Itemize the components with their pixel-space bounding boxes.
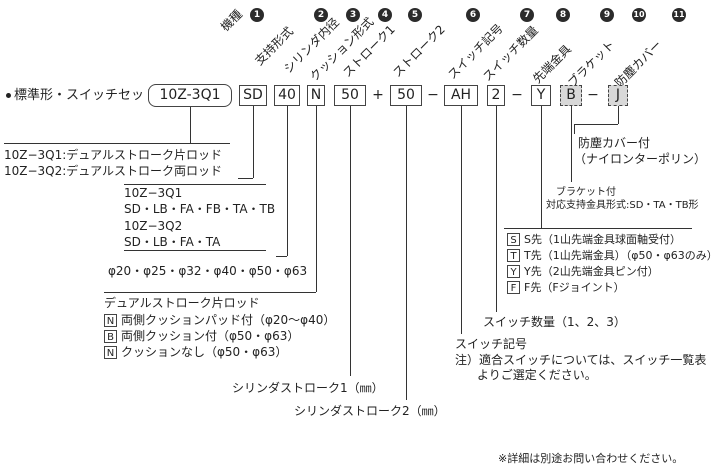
- bore-box: 40: [274, 85, 300, 106]
- model-desc-1: 10Z−3Q1:デュアルストローク片ロッド: [4, 148, 222, 162]
- badge-11: 11: [672, 8, 686, 22]
- plus-sign: +: [372, 87, 384, 103]
- leader-stroke2: [406, 106, 407, 400]
- dash-2: −: [511, 87, 523, 103]
- model-desc-2: 10Z−3Q2:デュアルストローク両ロッド: [4, 164, 222, 178]
- tip-item-2: T T先（1山先端金具）（φ50・φ63のみ）: [507, 249, 718, 263]
- leader-cover: [618, 106, 619, 124]
- bore-desc: φ20・φ25・φ32・φ40・φ50・φ63: [108, 264, 308, 278]
- stroke2-box: 50: [390, 85, 422, 106]
- qty-box: 2: [487, 85, 505, 106]
- underline-mount-2: [124, 250, 266, 251]
- stroke2-desc: シリンダストローク2（㎜）: [294, 404, 446, 418]
- leader-stroke1: [350, 106, 351, 376]
- leader-qty: [496, 106, 497, 312]
- cushion-item-2: B 両側クッション付（φ50・φ63）: [104, 329, 299, 344]
- header-bracket: ブラケット: [565, 37, 618, 90]
- badge-5: 5: [408, 8, 422, 22]
- cushion-item-3: N クッションなし（φ50・φ63）: [104, 345, 287, 360]
- badge-6: 6: [466, 8, 480, 22]
- cushion-desc-title: デュアルストローク片ロッド: [104, 296, 260, 310]
- cushion-box: N: [307, 85, 325, 106]
- cushion-text-1: 両側クッションパッド付（φ20〜φ40）: [121, 313, 336, 327]
- dash-3: −: [587, 87, 599, 103]
- tip-text-1: S先（1山先端金具球面軸受付）: [524, 233, 681, 246]
- leader-cushion: [316, 106, 317, 292]
- mount-dash: [238, 178, 253, 179]
- leader-bore: [287, 106, 288, 256]
- underline-mount-1: [124, 184, 266, 185]
- cushion-code-3: N: [104, 346, 117, 359]
- switch-desc: スイッチ記号: [455, 337, 528, 351]
- dash-1: −: [427, 87, 439, 103]
- leader-model: [190, 107, 191, 143]
- header-stroke2: ストローク2: [390, 22, 448, 80]
- mount-desc-1: 10Z−3Q1: [124, 186, 183, 200]
- cover-horizontal: [574, 124, 618, 125]
- leader-tip: [541, 106, 542, 228]
- badge-4: 4: [378, 8, 392, 22]
- mount-desc-4: SD・LB・FA・TA: [124, 235, 221, 249]
- badge-7: 7: [520, 8, 534, 22]
- model-prefix: 標準形・スイッチセット: [14, 88, 158, 103]
- switch-note-1: 注）適合スイッチについては、スイッチ一覧表: [455, 353, 707, 367]
- footnote: ※詳細は別途お問い合わせください。: [498, 452, 684, 465]
- leader-switch: [461, 106, 462, 334]
- tip-code-3: Y: [507, 265, 520, 278]
- tip-item-1: S S先（1山先端金具球面軸受付）: [507, 233, 681, 247]
- tip-item-4: F F先（Fジョイント）: [507, 281, 625, 295]
- header-cover: 防塵カバー: [612, 37, 665, 90]
- leader-mount: [253, 106, 254, 178]
- cover-box: J: [608, 85, 628, 106]
- bracket-desc-1: ブラケット付: [556, 187, 616, 198]
- cover-down: [574, 124, 575, 134]
- tip-box: Y: [531, 85, 551, 106]
- qty-desc: スイッチ数量（1、2、3）: [483, 315, 626, 329]
- cushion-code-1: N: [104, 314, 117, 327]
- underline-cushion: [104, 292, 316, 293]
- underline-model: [4, 143, 230, 144]
- badge-8: 8: [556, 8, 570, 22]
- mount-desc-3: 10Z−3Q2: [124, 219, 183, 233]
- tip-text-4: F先（Fジョイント）: [524, 281, 625, 294]
- cover-desc-1: 防塵カバー付: [578, 136, 651, 150]
- stroke1-box: 50: [334, 85, 366, 106]
- cushion-text-3: クッションなし（φ50・φ63）: [121, 345, 288, 359]
- tip-text-2: T先（1山先端金具）（φ50・φ63のみ）: [524, 249, 718, 262]
- tip-item-3: Y Y先（2山先端金具ピン付）: [507, 265, 659, 279]
- tip-code-2: T: [507, 249, 520, 262]
- badge-9: 9: [600, 8, 614, 22]
- switch-note-2: よりご選定ください。: [477, 368, 597, 382]
- bullet-dot: [6, 93, 11, 98]
- bracket-desc-2: 対応支持金具形式:SD・TA・TB形: [546, 200, 699, 211]
- tip-code-1: S: [507, 233, 520, 246]
- bore-dash: [276, 256, 287, 257]
- badge-1: 1: [250, 8, 264, 22]
- switch-box: AH: [444, 85, 478, 106]
- badge-3: 3: [346, 8, 360, 22]
- header-model: 機種: [218, 7, 245, 35]
- underline-tip: [504, 228, 692, 229]
- cushion-item-1: N 両側クッションパッド付（φ20〜φ40）: [104, 313, 335, 328]
- cushion-text-2: 両側クッション付（φ50・φ63）: [121, 329, 300, 343]
- stroke1-desc: シリンダストローク1（㎜）: [232, 381, 384, 395]
- mount-box: SD: [239, 85, 267, 106]
- badge-10: 10: [632, 8, 646, 22]
- mount-desc-2: SD・LB・FA・FB・TA・TB: [124, 202, 276, 216]
- badge-2: 2: [314, 8, 328, 22]
- leader-bracket: [571, 106, 572, 182]
- model-box: 10Z-3Q1: [148, 84, 232, 107]
- bracket-box: B: [560, 85, 582, 106]
- tip-code-4: F: [507, 281, 520, 294]
- tip-text-3: Y先（2山先端金具ピン付）: [524, 265, 659, 278]
- cushion-code-2: B: [104, 330, 117, 343]
- cover-desc-2: （ナイロンターポリン）: [574, 152, 707, 166]
